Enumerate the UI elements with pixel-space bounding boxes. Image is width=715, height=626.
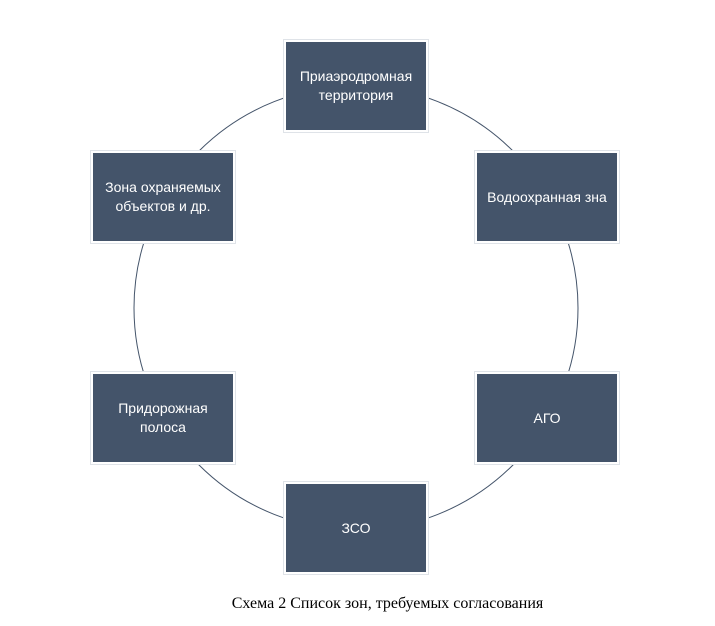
diagram-caption: Схема 2 Список зон, требуемых согласован… — [231, 595, 544, 612]
node-ago: АГО — [475, 372, 619, 464]
node-label: Приаэродромная территория — [299, 68, 413, 103]
node-airfield-territory: Приаэродромная территория — [284, 40, 428, 132]
node-label: Водоохранная зна — [487, 188, 607, 205]
node-zso: ЗСО — [284, 482, 428, 574]
node-label: Зона охраняемых объектов и др. — [105, 179, 221, 214]
node-label: АГО — [533, 409, 561, 426]
node-label: Придорожная полоса — [118, 400, 208, 435]
node-roadside-strip: Придорожная полоса — [91, 372, 235, 464]
node-protected-objects-zone: Зона охраняемых объектов и др. — [91, 151, 235, 243]
node-label: ЗСО — [341, 519, 371, 536]
node-water-protection-zone: Водоохранная зна — [475, 151, 619, 243]
